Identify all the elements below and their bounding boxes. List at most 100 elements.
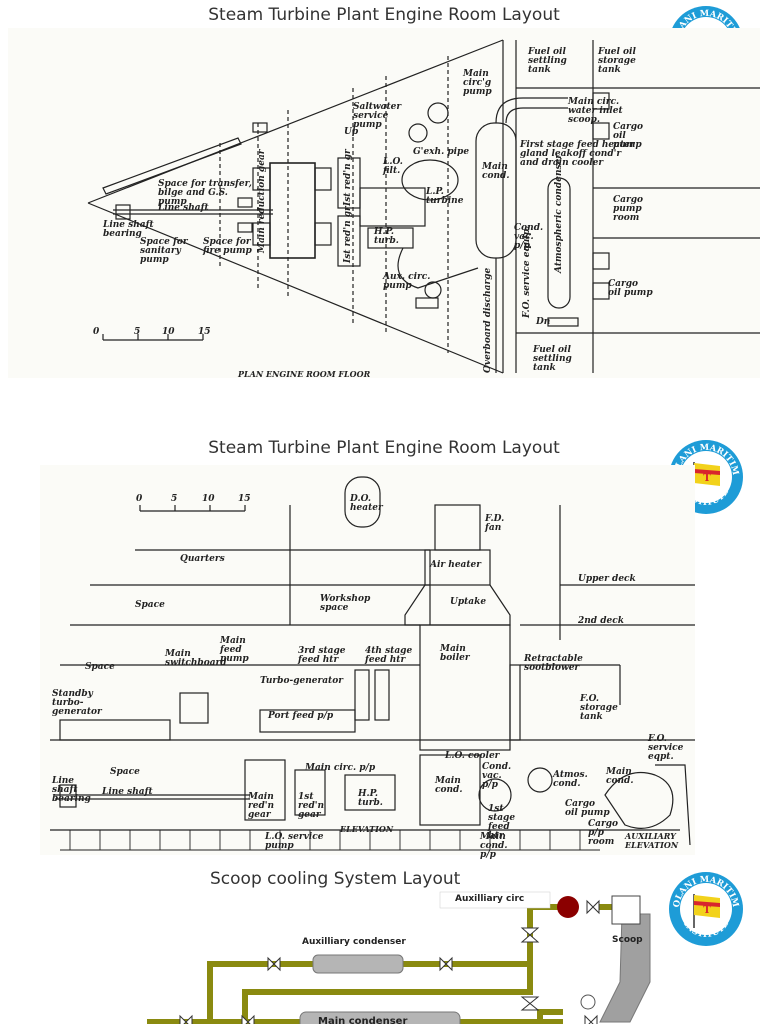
label-line-shaft: Line shaft xyxy=(102,787,153,797)
slide-plan-layout: Steam Turbine Plant Engine Room Layout T… xyxy=(0,0,768,400)
label-main-redn-gear: Main red'n gear xyxy=(248,792,275,820)
label-air-heater: Air heater xyxy=(430,560,482,570)
label-auxiliary-circ: Auxilliary circ xyxy=(455,894,525,904)
aux-elevation-caption: AUXILIARY ELEVATION xyxy=(625,831,679,850)
label-main-cond: Main cond. xyxy=(435,776,463,795)
scale-0: 0 xyxy=(136,494,143,504)
label-space-sanitary: Space for sanitary pump xyxy=(140,237,188,265)
label-main-switchboard: Main switchboard xyxy=(165,649,227,668)
label-space-fire: Space for fire pump xyxy=(203,237,252,256)
label-main-cond: Main cond. xyxy=(482,162,510,181)
label-space-low: Space xyxy=(110,767,140,777)
scoop-box xyxy=(611,895,641,925)
label-ist-redn-gr-bottom: Ist red'n gr xyxy=(343,206,353,263)
scale-0: 0 xyxy=(93,327,100,337)
label-saltwater-service-pump: Saltwater service pump xyxy=(353,102,402,130)
label-atmospheric-condenser: Atmospheric condenser xyxy=(554,153,564,273)
label-space-top: Space xyxy=(135,600,165,610)
scale-5: 5 xyxy=(171,494,178,504)
pump-icon xyxy=(557,896,579,918)
label-third-stage-feed-htr: 3rd stage feed htr xyxy=(298,646,346,665)
label-main-reduction-gear: Main reduction gear xyxy=(257,149,267,253)
label-cargo-oil-pump-bottom: Cargo oil pump xyxy=(608,279,653,298)
label-space-transfer: Space for transfer, bilge and G.S. pump xyxy=(158,179,252,207)
label-second-deck: 2nd deck xyxy=(578,616,624,626)
label-fo-service-eqpt: F.O. service eqpt. xyxy=(648,734,684,762)
slide-scoop-cooling: Scoop cooling System Layout TOLANI MARIT… xyxy=(0,862,768,1027)
label-cargo-pump-room: Cargo pump room xyxy=(613,195,644,223)
label-fuel-oil-settling-tank-bottom: Fuel oil settling tank xyxy=(533,345,572,373)
elevation-caption: ELEVATION xyxy=(340,824,394,834)
label-port-feed-pp: Port feed p/p xyxy=(268,711,334,721)
logo-flag-letter: T xyxy=(703,905,711,916)
label-gland-exh-pipe: G'exh. pipe xyxy=(413,147,470,157)
label-main-circ-pp: Main circ. p/p xyxy=(305,763,376,773)
label-lo-service-pump: L.O. service pump xyxy=(265,832,324,851)
label-uptake: Uptake xyxy=(450,597,487,607)
scale-15: 15 xyxy=(238,494,251,504)
label-lo-filter: L.O. filt. xyxy=(383,157,403,176)
label-hp-turb: H.P. turb. xyxy=(358,789,383,808)
label-hp-turb: H.P. turb. xyxy=(374,227,399,246)
label-fuel-oil-settling-tank: Fuel oil settling tank xyxy=(528,47,567,75)
label-line-shaft: Line shaft xyxy=(158,203,209,213)
label-upper-deck: Upper deck xyxy=(578,574,636,584)
label-cond-vac-pp: Cond. vac. p/p xyxy=(482,762,512,790)
valve-icons xyxy=(179,899,600,1024)
scale-15: 15 xyxy=(198,327,211,337)
label-auxiliary-condenser: Auxilliary condenser xyxy=(302,937,406,947)
logo-emblem-icon: TOLANI MARITIME INSTITUTE T xyxy=(664,863,743,946)
label-quarters: Quarters xyxy=(180,554,225,564)
label-main-circ-pump: Main circ'g pump xyxy=(463,69,492,97)
label-lo-cooler: L.O. cooler xyxy=(445,751,500,761)
label-workshop-space: Workshop space xyxy=(320,594,371,613)
main-condenser-shape xyxy=(299,1011,461,1024)
label-line-shaft-bearing: Line shaft bearing xyxy=(52,776,91,804)
label-ist-redn-gr-top: Ist red'n gr xyxy=(343,149,353,206)
elevation-diagram: 0 5 10 15 D.O. heater F.D. fan Quarters … xyxy=(40,465,695,860)
slide-title: Steam Turbine Plant Engine Room Layout xyxy=(208,438,560,458)
label-main-condenser: Main condenser xyxy=(318,1016,408,1027)
label-fuel-oil-storage-tank: Fuel oil storage tank xyxy=(598,47,636,75)
label-first-redn-gear: 1st red'n gear xyxy=(298,792,325,820)
label-main-cond-right: Main cond. xyxy=(606,767,634,786)
scale-5: 5 xyxy=(134,327,141,337)
elevation-drawing xyxy=(50,476,695,851)
auxiliary-condenser-shape xyxy=(312,954,404,974)
label-lp-turbine: L.P. turbine xyxy=(426,187,464,206)
plan-drawing xyxy=(87,39,760,374)
tolani-logo: TOLANI MARITIME INSTITUTE T xyxy=(664,863,745,948)
label-do-heater: D.O. heater xyxy=(350,494,383,513)
label-main-boiler: Main boiler xyxy=(440,644,470,663)
label-fd-fan: F.D. fan xyxy=(485,514,505,533)
label-atmos-cond: Atmos. cond. xyxy=(553,770,588,789)
label-main-circ-water-inlet-scoop: Main circ. water inlet scoop. xyxy=(568,97,623,125)
label-cargo-pp-room: Cargo p/p room xyxy=(588,819,619,847)
label-line-shaft-bearing: Line shaft bearing xyxy=(103,220,154,239)
label-standby-turbo-generator: Standby turbo-generator xyxy=(52,689,102,717)
label-cond-vac-pp: Cond. vac. p/p xyxy=(514,223,544,251)
scoop-diagram xyxy=(147,891,651,1024)
plan-caption: PLAN ENGINE ROOM FLOOR xyxy=(238,369,371,379)
logo-flag-letter: T xyxy=(703,473,711,484)
slide-elevation-layout: Steam Turbine Plant Engine Room Layout T… xyxy=(0,430,768,860)
label-first-stage-feed-htr: 1st stage feed htr xyxy=(488,804,516,841)
label-scoop: Scoop xyxy=(612,935,643,945)
label-fo-storage-tank: F.O. storage tank xyxy=(580,694,618,722)
label-up: Up xyxy=(344,127,359,137)
label-turbo-generator: Turbo-generator xyxy=(260,676,343,686)
plan-diagram: Fuel oil settling tank Fuel oil storage … xyxy=(8,28,760,379)
slide-title: Steam Turbine Plant Engine Room Layout xyxy=(208,5,560,25)
label-retractable-sootblower: Retractable sootblower xyxy=(524,654,583,673)
label-first-stage-feed-heater: First stage feed heater gland leakoff co… xyxy=(520,140,635,168)
label-overboard-discharge: Overboard discharge xyxy=(483,267,493,373)
scale-10: 10 xyxy=(202,494,215,504)
scale-10: 10 xyxy=(162,327,175,337)
label-main-cond-pp: Main cond. p/p xyxy=(480,832,508,860)
label-cargo-oil-pump: Cargo oil pump xyxy=(613,122,644,150)
label-space-mid: Space xyxy=(85,662,115,672)
label-dn: Dn xyxy=(536,317,551,327)
label-cargo-oil-pump: Cargo oil pump xyxy=(565,799,610,818)
label-main-feed-pump: Main feed pump xyxy=(220,636,249,664)
label-aux-circ-pump: Aux. circ. pump xyxy=(383,272,431,291)
